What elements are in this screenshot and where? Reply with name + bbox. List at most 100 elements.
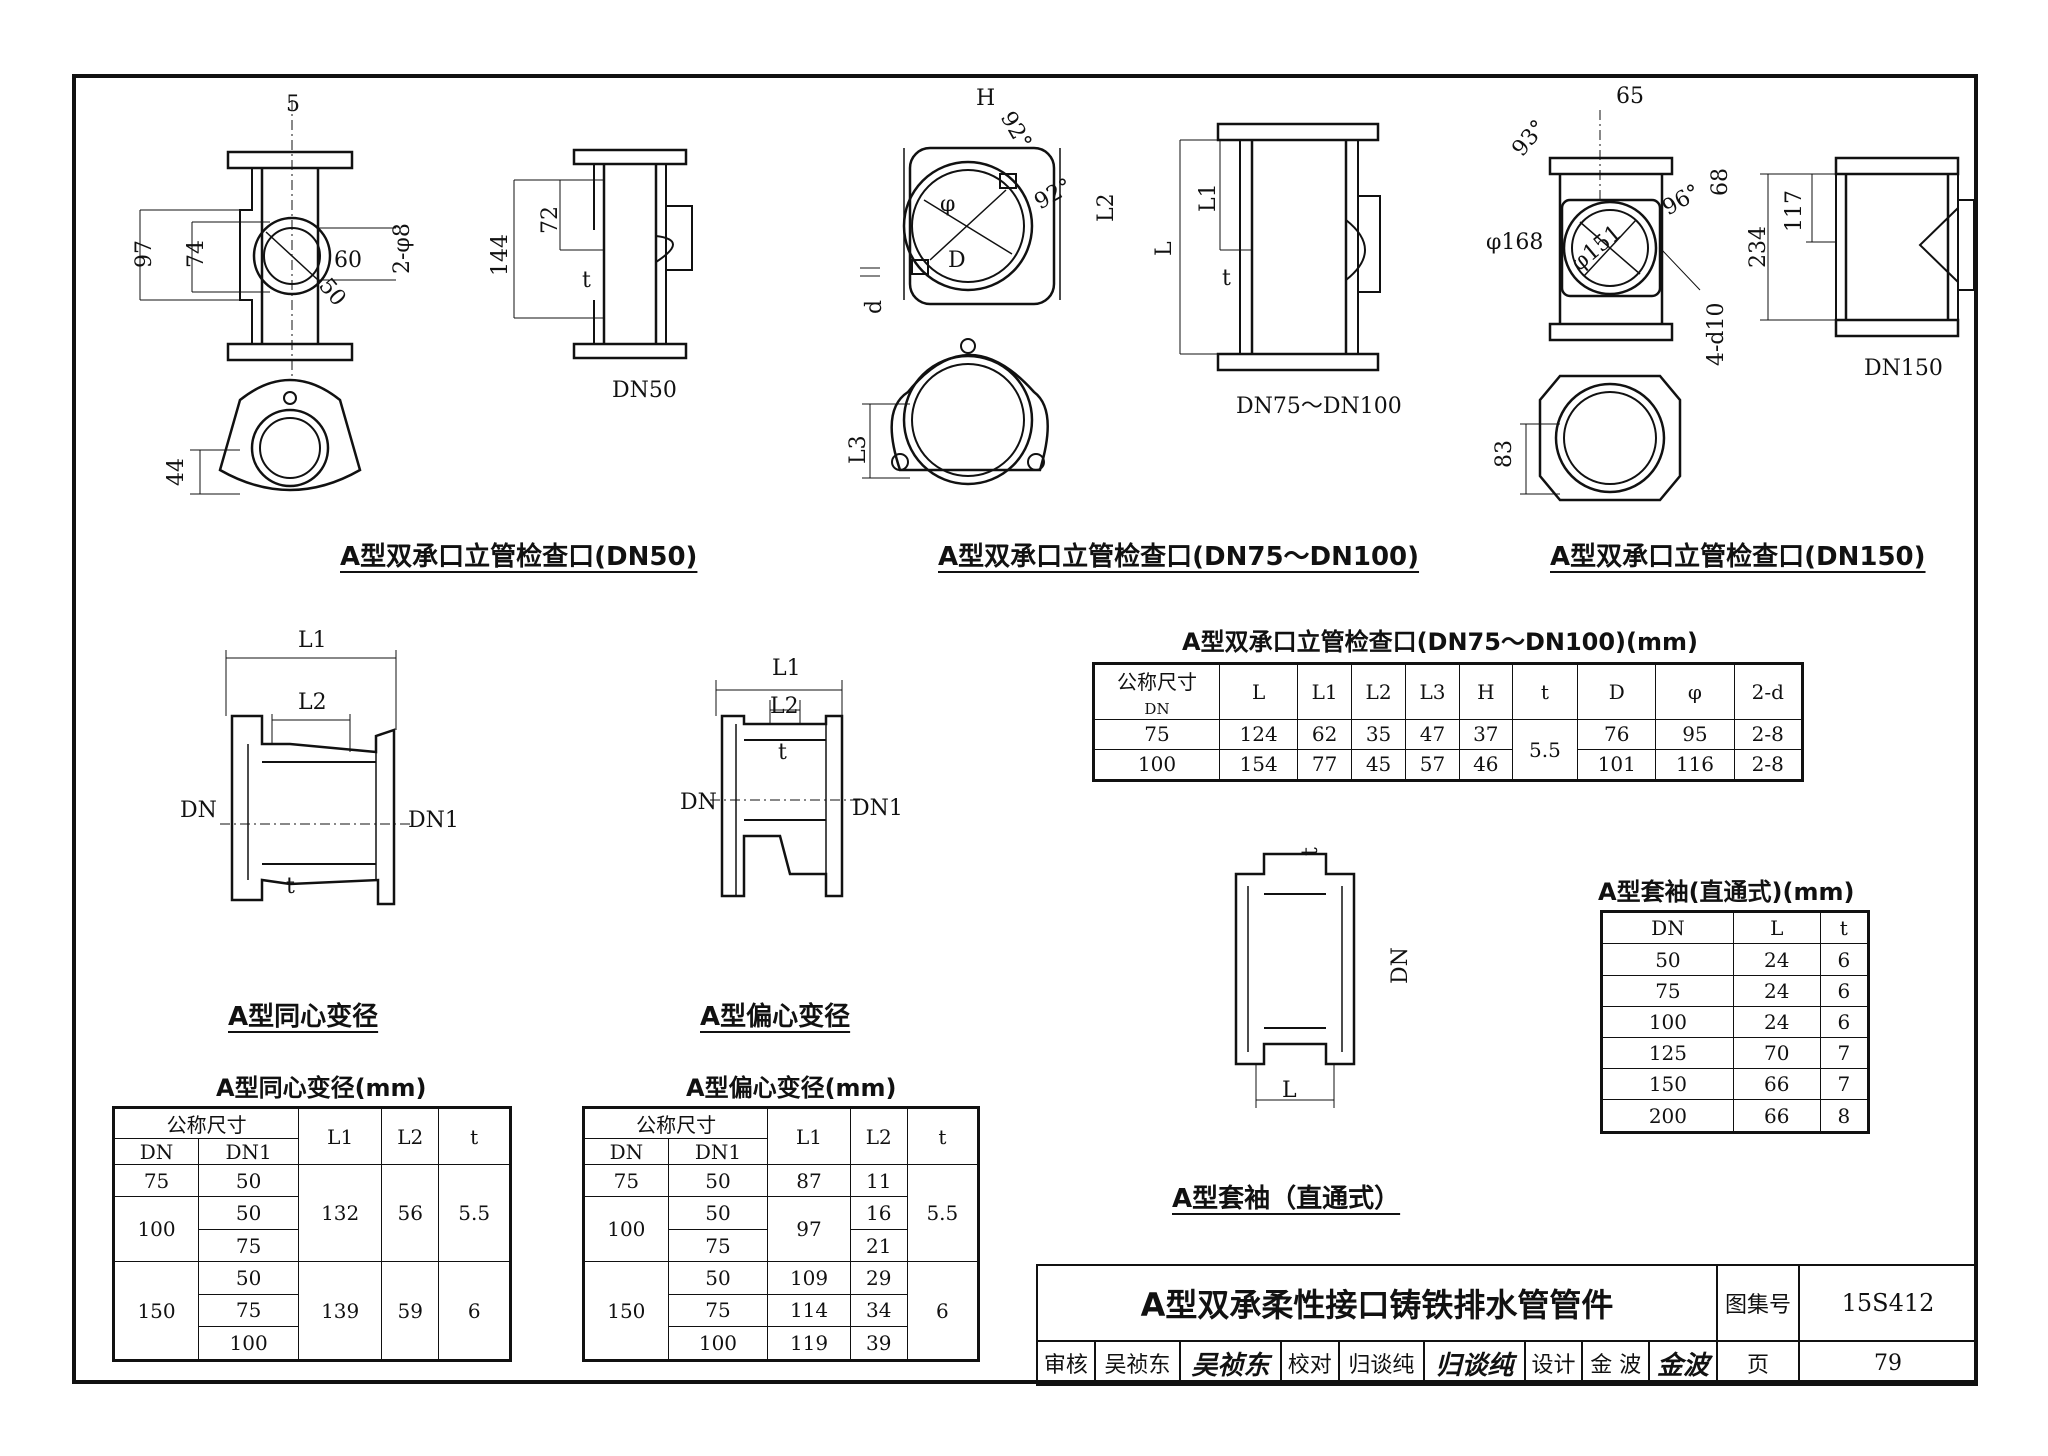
atlas-label: 图集号 [1716, 1264, 1800, 1342]
dim-ecc-t: t [778, 740, 787, 765]
dn150-front-view [1548, 110, 1701, 342]
caption-dn150: A型双承口立管检查口(DN150) [1550, 542, 1926, 572]
dim-phi168: φ168 [1486, 230, 1544, 255]
inspect-t-merged: 5.5 [1511, 719, 1579, 781]
dim-2phi8: 2-φ8 [390, 223, 415, 274]
conc-table-title: A型同心变径(mm) [216, 1074, 427, 1102]
table-row: 75 [114, 1228, 511, 1263]
dim-234: 234 [1746, 226, 1771, 268]
caption-concentric: A型同心变径 [228, 1002, 379, 1032]
table-row: 100 154 77 45 57 46 101 116 2-8 [1093, 748, 1804, 782]
sleeve-table-title: A型套袖(直通式)(mm) [1598, 878, 1855, 906]
label-dn75-sub: DN75～DN100 [1236, 394, 1402, 419]
title-block: A型双承柔性接口铸铁排水管管件 图集号 15S412 审核 吴祯东 吴祯东 校对… [1036, 1264, 1978, 1386]
dn75-side-view [1179, 122, 1381, 372]
dn150-bottom-view [1520, 374, 1682, 502]
design-label: 设计 [1523, 1340, 1584, 1386]
dim-4d10: 4-d10 [1704, 302, 1729, 366]
dim-ecc-l1: L1 [772, 656, 801, 681]
dim-l1: L1 [1196, 183, 1221, 212]
dim-l: L [1152, 241, 1177, 256]
dn50-side-view [513, 148, 693, 360]
label-dn150-sub: DN150 [1864, 356, 1943, 381]
label-dn50-sub: DN50 [612, 378, 677, 403]
designer-name: 金 波 [1581, 1340, 1651, 1386]
caption-eccentric: A型偏心变径 [700, 1002, 851, 1032]
dim-97: 97 [132, 240, 157, 268]
dim-117: 117 [1782, 190, 1807, 232]
inspect-table-title: A型双承口立管检查口(DN75～DN100)(mm) [1182, 628, 1698, 656]
caption-dn50: A型双承口立管检查口(DN50) [340, 542, 698, 572]
caption-dn75: A型双承口立管检查口(DN75～DN100) [938, 542, 1420, 572]
inspect-h-d: D [1577, 663, 1657, 720]
ecc-table-title: A型偏心变径(mm) [686, 1074, 897, 1102]
dim-ecc-dn: DN [680, 790, 717, 815]
inspect-h-l: L [1218, 663, 1299, 720]
inspect-h-l3: L3 [1405, 663, 1460, 720]
dn50-front-view [139, 100, 396, 380]
table-row: DN L t [1601, 910, 1870, 945]
inspect-h-l1: L1 [1297, 663, 1353, 720]
dim-t-dn50: t [582, 268, 591, 293]
dim-ecc-dn1: DN1 [852, 796, 903, 821]
dim-65: 65 [1616, 84, 1644, 109]
review-label: 审核 [1036, 1340, 1096, 1386]
drawing-sheet [72, 74, 1978, 1384]
dim-sleeve-dn: DN [1388, 947, 1413, 984]
checker-name: 归谈纯 [1337, 1340, 1426, 1386]
dn50-bottom-view [190, 378, 362, 495]
table-row: 100 50 [112, 1196, 511, 1263]
dim-d-lower: d [862, 299, 887, 314]
dn75-bottom-view [862, 338, 1049, 486]
table-row: 100 50 97 16 [583, 1196, 979, 1263]
page-number: 79 [1798, 1340, 1978, 1386]
page-label: 页 [1716, 1340, 1800, 1386]
caption-sleeve: A型套袖（直通式） [1172, 1184, 1401, 1214]
table-row: 150 50 109 29 6 [583, 1261, 980, 1361]
dim-phi: φ [940, 192, 956, 217]
ecc-table: 公称尺寸 L1 L2 t DN DN1 75 50 87 11 5.5 100 … [582, 1106, 980, 1362]
dim-conc-l2: L2 [298, 690, 327, 715]
dim-conc-dn: DN [180, 798, 217, 823]
title-block-title: A型双承柔性接口铸铁排水管管件 [1036, 1264, 1718, 1342]
dim-l3: L3 [846, 435, 871, 464]
inspect-h-h: H [1458, 663, 1513, 720]
reviewer-name: 吴祯东 [1093, 1340, 1182, 1386]
table-row: 150 50 139 59 6 [112, 1261, 511, 1361]
dim-conc-t: t [286, 874, 295, 899]
dim-83: 83 [1492, 440, 1517, 468]
inspect-h-l2: L2 [1351, 663, 1406, 720]
conc-table: 公称尺寸 L1 L2 t DN DN1 75 50 132 56 5.5 100… [112, 1106, 512, 1362]
dim-conc-dn1: DN1 [408, 808, 459, 833]
dim-74: 74 [184, 240, 209, 268]
concentric-reducer-drawing [220, 650, 410, 906]
table-row: 100 [114, 1326, 511, 1361]
table-row: 75 [114, 1293, 511, 1328]
checker-signature: 归谈纯 [1423, 1340, 1526, 1386]
atlas-no: 15S412 [1798, 1264, 1978, 1342]
dim-sleeve-l: L [1282, 1078, 1297, 1103]
dim-ecc-l2: L2 [770, 694, 799, 719]
inspect-h-2d: 2-d [1733, 663, 1804, 720]
dim-68: 68 [1708, 168, 1733, 196]
dim-72: 72 [538, 206, 563, 234]
dim-h: H [976, 86, 996, 111]
dim-144: 144 [488, 234, 513, 276]
table-row: 75 124 62 35 47 37 5.5 76 95 2-8 [1093, 719, 1804, 781]
inspect-h-phi: φ [1655, 663, 1735, 720]
dim-t-dn75: t [1222, 266, 1231, 291]
dim-l2: L2 [1094, 193, 1119, 222]
check-label: 校对 [1279, 1340, 1340, 1386]
dim-44: 44 [164, 458, 189, 486]
dim-5: 5 [286, 92, 300, 117]
